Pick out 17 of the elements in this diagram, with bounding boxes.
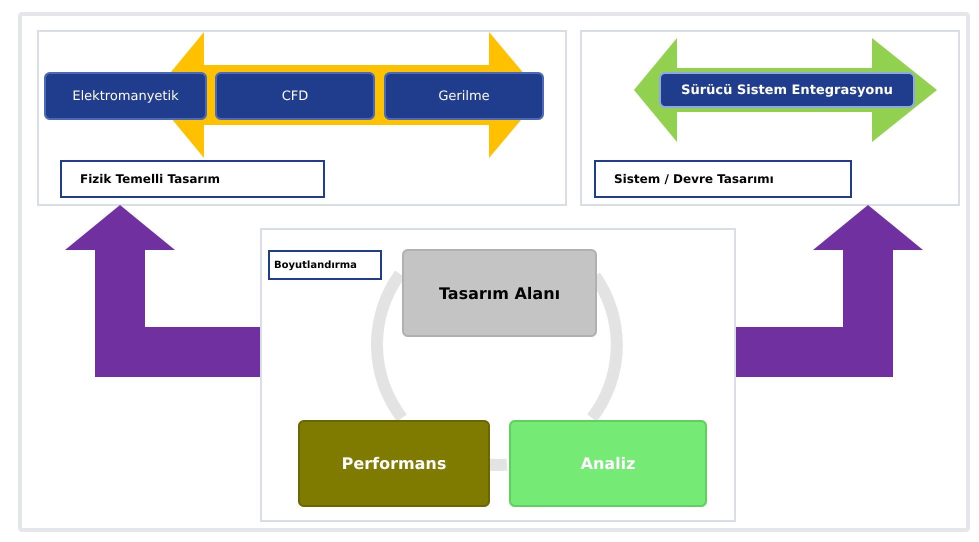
panel [37,30,567,206]
process-box: Elektromanyetik [44,72,207,120]
panel [580,30,960,206]
process-box: Performans [298,420,490,507]
panel-title: Boyutlandırma [268,250,382,280]
process-box: Sürücü Sistem Entegrasyonu [659,72,915,108]
panel-title: Sistem / Devre Tasarımı [594,160,852,198]
process-box: Tasarım Alanı [402,249,597,337]
cycle-arc [488,458,508,471]
arrow [736,205,923,377]
process-box: CFD [215,72,375,120]
process-box: Analiz [509,420,707,507]
cycle-arc [587,272,623,422]
panel [260,228,736,522]
cycle-arc [371,270,407,422]
process-box: Gerilme [384,72,544,120]
panel-title: Fizik Temelli Tasarım [60,160,325,198]
